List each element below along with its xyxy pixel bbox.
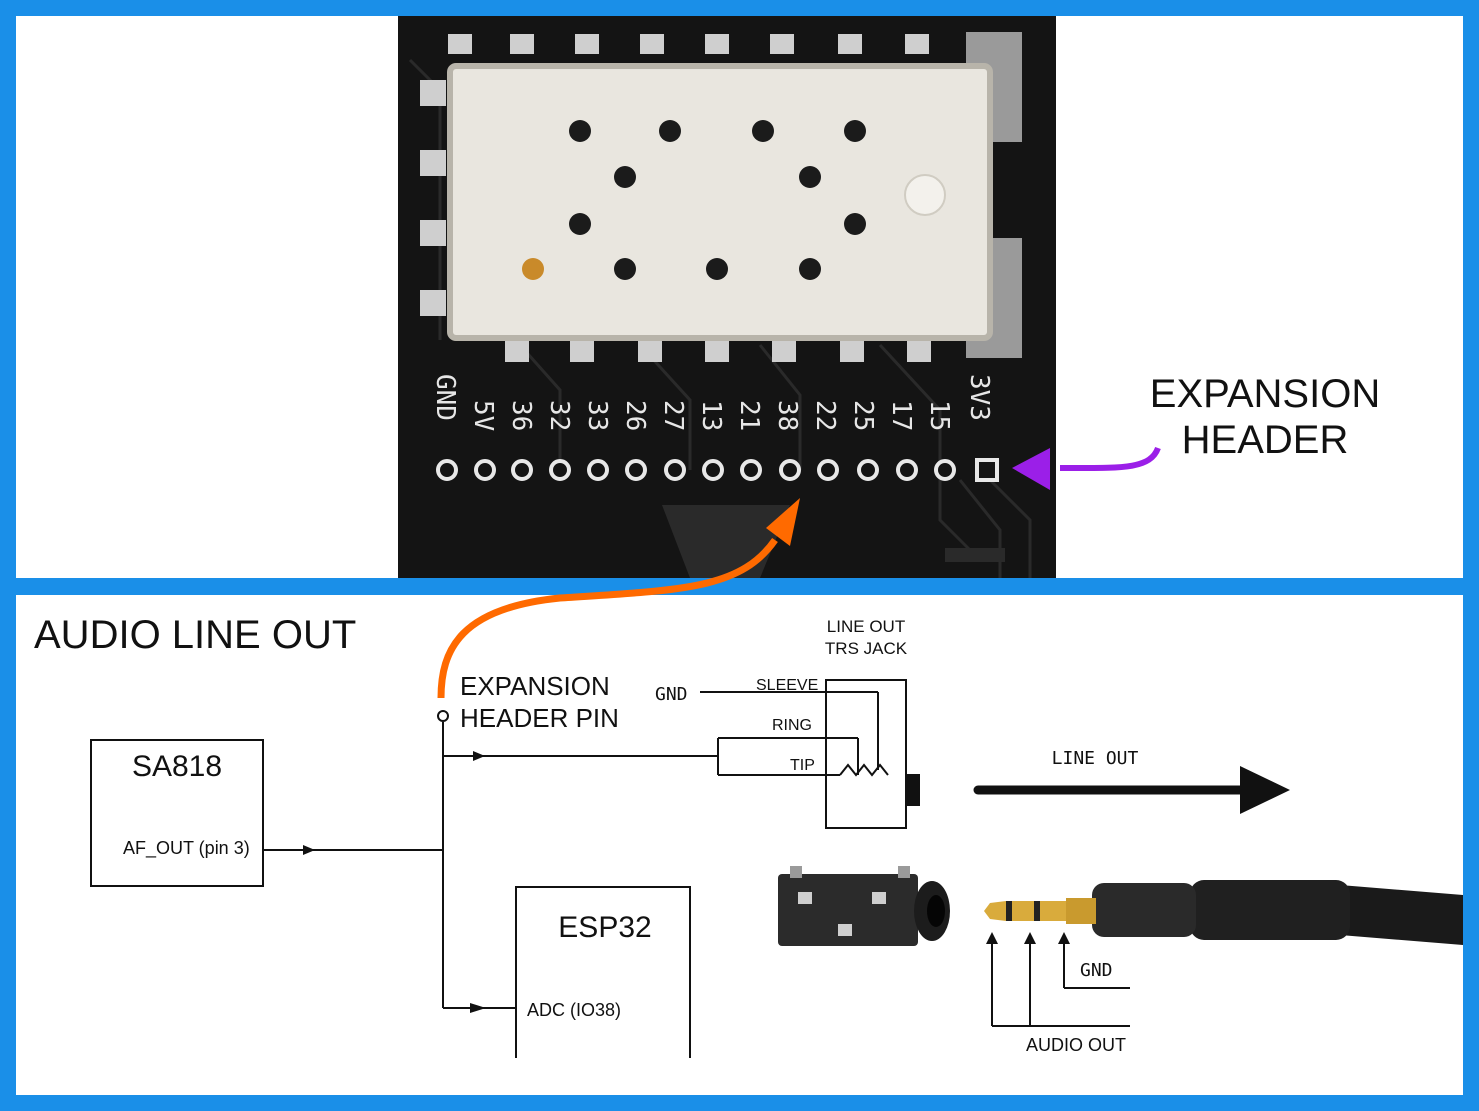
plug-gnd-label: GND [1080, 960, 1113, 981]
pin-label: 27 [658, 400, 688, 431]
plug-callout-arrowheads [986, 932, 1070, 944]
pin-label: 17 [886, 400, 916, 431]
callout-label: HEADER [1182, 418, 1349, 462]
trs-plug-photo [984, 880, 1463, 945]
schematic-wires [263, 691, 879, 1009]
sa818-title: SA818 [132, 750, 222, 783]
gnd-label: GND [655, 684, 688, 705]
expansion-header-holes [436, 458, 999, 482]
callout-label: EXPANSION [1150, 372, 1380, 416]
pin-label: 5V [468, 400, 498, 431]
esp32-pin-label: ADC (IO38) [527, 1000, 621, 1020]
sa818-pin-label: AF_OUT (pin 3) [123, 838, 250, 859]
ring-label: RING [772, 717, 812, 734]
sleeve-label: SLEEVE [756, 677, 818, 694]
pin-label: GND [430, 374, 460, 421]
trs-jack-symbol: LINE OUT TRS JACK GND SLEEVE RING TIP [655, 617, 920, 829]
pin-label: 38 [772, 400, 802, 431]
tip-label: TIP [790, 757, 815, 774]
esp32-title: ESP32 [558, 911, 651, 944]
pin-label: 36 [506, 400, 536, 431]
line-out-label: LINE OUT [1052, 748, 1139, 769]
pin-label: 13 [696, 400, 726, 431]
expansion-header-callout-arrow [1012, 446, 1161, 490]
esp32-block: ESP32 ADC (IO38) [515, 886, 691, 1058]
header-pin-node [437, 710, 449, 722]
header-pin-label: HEADER PIN [460, 703, 619, 733]
schematic-panel [16, 595, 1463, 1095]
header-pin-label: EXPANSION [460, 671, 610, 701]
jack-title: TRS JACK [825, 639, 908, 658]
trs-jack-photo [778, 866, 950, 946]
wire-arrowheads [303, 751, 486, 1013]
pin-label: 21 [734, 400, 764, 431]
header-pin-link-arrow [437, 498, 800, 699]
pin-label: 26 [620, 400, 650, 431]
pin-label: 33 [582, 400, 612, 431]
pin-label: 25 [848, 400, 878, 431]
schematic-title: AUDIO LINE OUT [34, 613, 356, 657]
pin-label: 15 [924, 400, 954, 431]
side-pads [420, 80, 446, 316]
pin-label: 32 [544, 400, 574, 431]
sa818-module-shield [447, 63, 993, 341]
header-pin-labels: GND 5V 36 32 33 26 27 13 21 38 22 25 17 … [430, 374, 994, 431]
pcb-board: GND 5V 36 32 33 26 27 13 21 38 22 25 17 … [398, 16, 1056, 578]
audio-out-label: AUDIO OUT [1026, 1035, 1126, 1055]
jack-title: LINE OUT [827, 617, 905, 636]
plug-callout-lines [991, 942, 1130, 1027]
sa818-block: SA818 AF_OUT (pin 3) [90, 739, 264, 887]
pin-label: 3V3 [964, 374, 994, 421]
pin-label: 22 [810, 400, 840, 431]
line-out-arrow: LINE OUT [973, 748, 1290, 814]
